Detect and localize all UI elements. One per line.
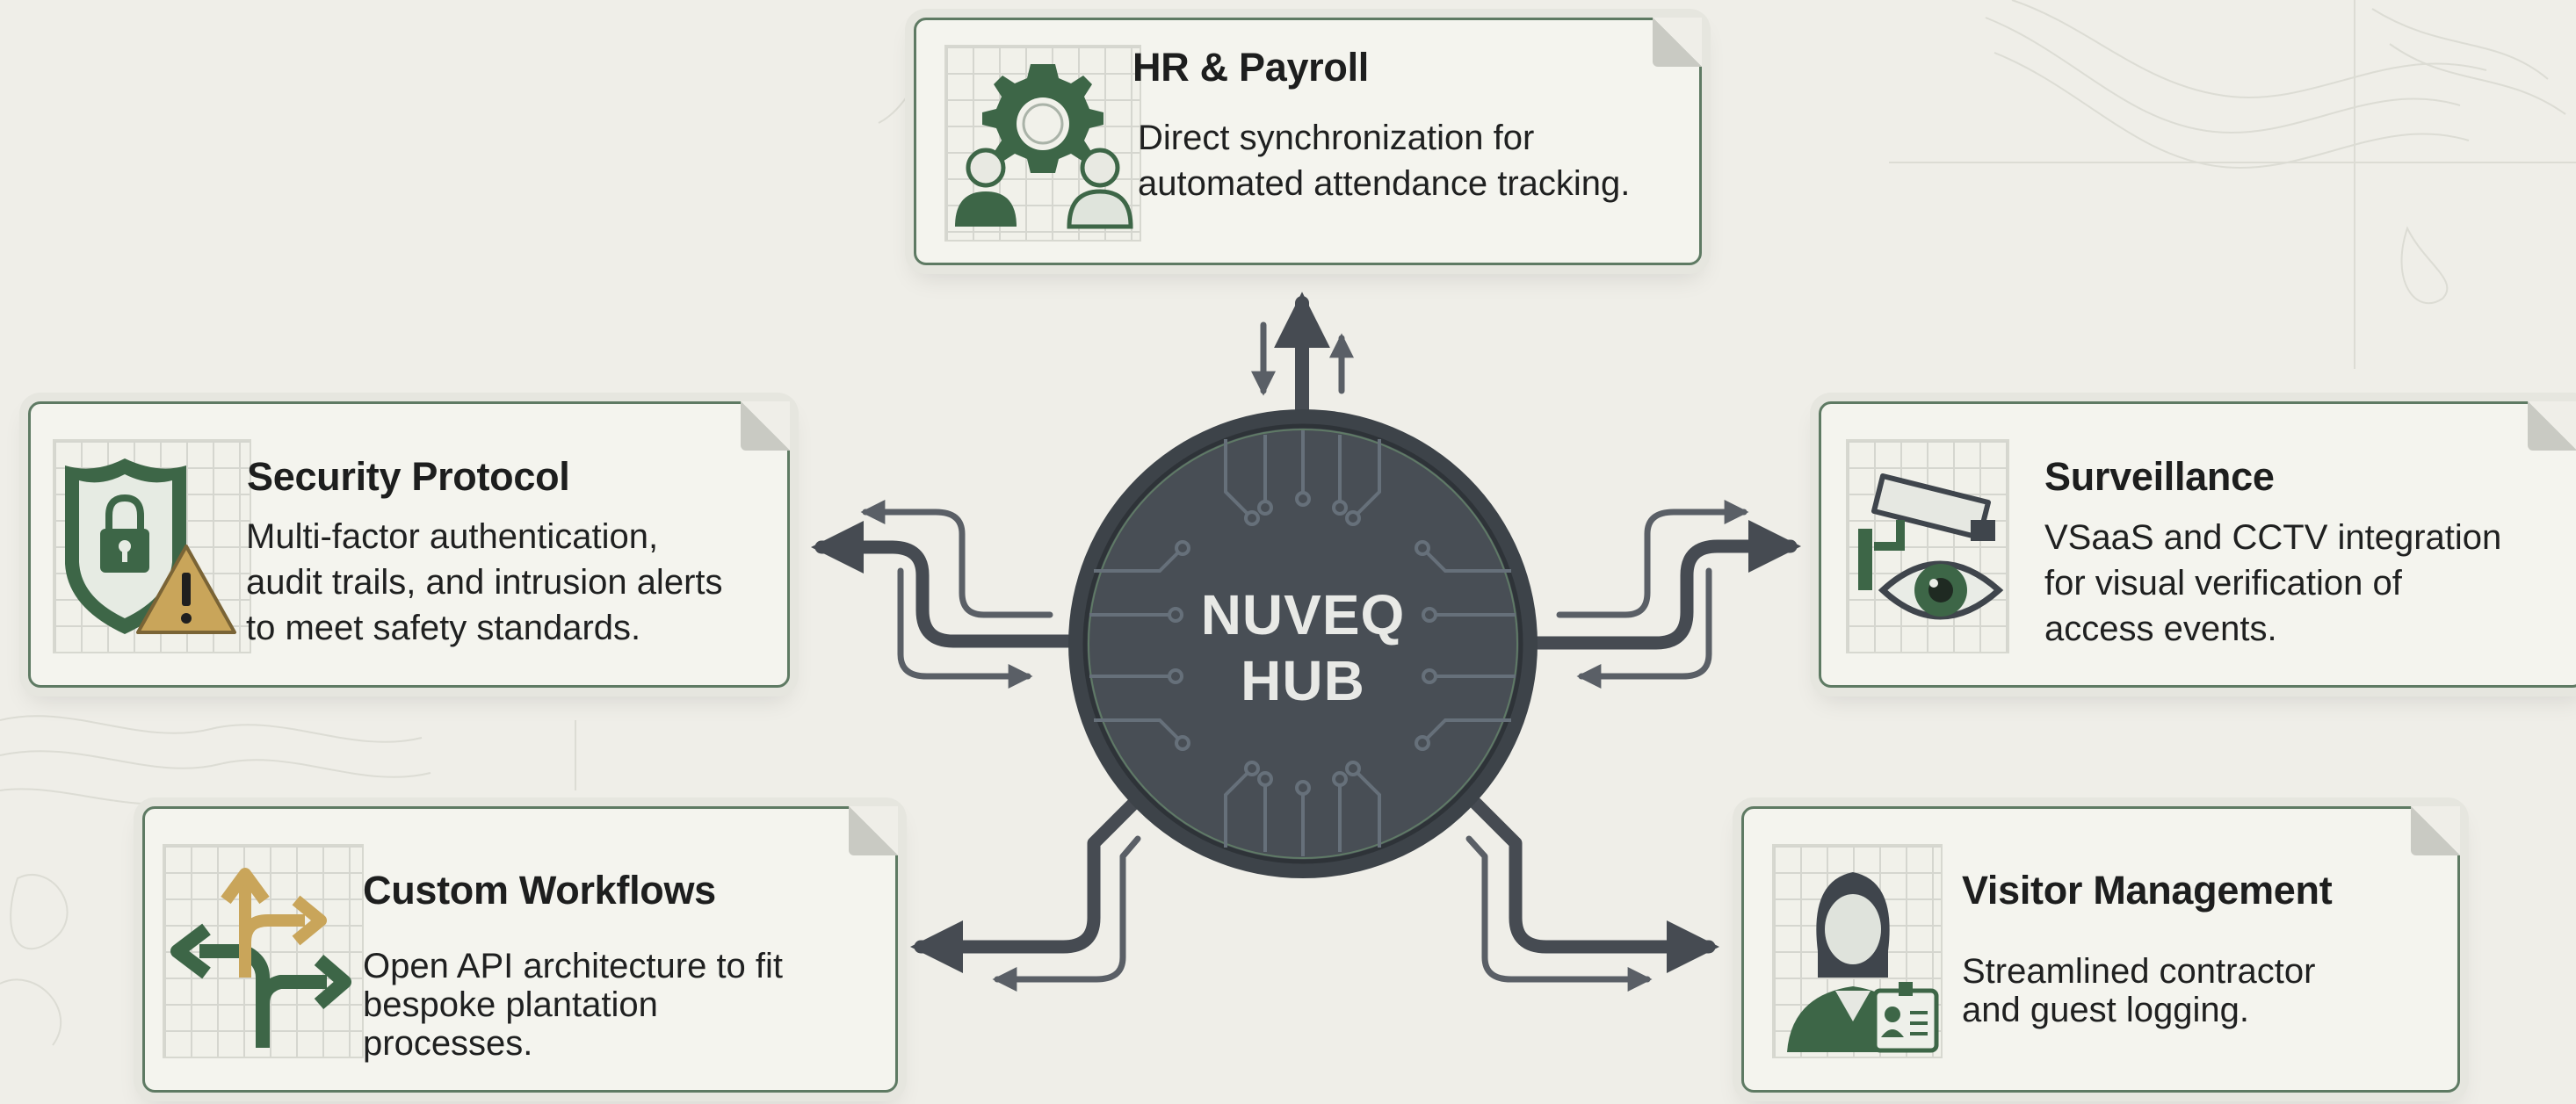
visitor-desc-line-1: Streamlined contractor — [1962, 952, 2316, 991]
workflows-desc-line-2: bespoke plantation — [363, 985, 658, 1024]
arrow-visitor-out — [1465, 835, 1653, 992]
card-desc-security: Multi-factor authentication, audit trail… — [246, 514, 723, 651]
eye-icon — [1878, 560, 2004, 620]
card-surveillance: Surveillance VSaaS and CCTV integration … — [1819, 401, 2576, 688]
card-desc-hr: Direct synchronization for automated att… — [1138, 115, 1630, 206]
arrow-to-workflows — [910, 797, 1140, 973]
branching-arrows-icon — [170, 868, 351, 1048]
cctv-camera-icon — [1858, 473, 1995, 590]
page-fold-icon — [1653, 18, 1702, 67]
security-desc-line-1: Multi-factor authentication, — [246, 517, 659, 556]
hub-label-line2: HUB — [1241, 649, 1365, 712]
arrow-security-in — [897, 567, 1033, 689]
arrow-surveillance-in — [1576, 567, 1712, 689]
surveillance-icon-box — [1846, 439, 2009, 653]
card-desc-workflows: Open API architecture to fit bespoke pla… — [363, 947, 783, 1063]
workflows-desc-line-1: Open API architecture to fit — [363, 947, 784, 985]
card-title-hr: HR & Payroll — [1132, 45, 1369, 90]
card-desc-visitor: Streamlined contractor and guest logging… — [1962, 952, 2315, 1029]
arrow-to-surveillance — [1526, 520, 1801, 650]
card-title-surveillance: Surveillance — [2044, 454, 2275, 499]
hr-icon-box — [944, 45, 1141, 242]
surveillance-desc-line-2: for visual verification of — [2044, 564, 2402, 603]
id-badge-icon — [1872, 982, 1939, 1053]
arrow-to-visitor — [1469, 797, 1719, 973]
surveillance-desc-line-1: VSaaS and CCTV integration — [2044, 518, 2502, 557]
card-title-security: Security Protocol — [247, 454, 570, 499]
page-fold-icon — [849, 806, 898, 855]
hub-label-line1: NUVEQ — [1200, 583, 1406, 646]
page-fold-icon — [2411, 806, 2460, 855]
workflows-icon-box — [163, 844, 364, 1058]
visitor-desc-line-2: and guest logging. — [1962, 991, 2249, 1029]
card-hr-payroll: HR & Payroll Direct synchronization for … — [914, 18, 1702, 265]
workflows-desc-line-3: processes. — [363, 1024, 533, 1063]
gear-icon — [982, 64, 1103, 173]
hub-circle — [1068, 409, 1538, 878]
warning-icon — [136, 545, 236, 634]
hr-desc-line-1: Direct synchronization for — [1138, 119, 1535, 157]
card-security-protocol: Security Protocol Multi-factor authentic… — [28, 401, 790, 688]
security-icon-box — [53, 439, 251, 653]
arrow-workflows-out — [992, 835, 1141, 992]
page-fold-icon — [741, 401, 790, 451]
card-desc-surveillance: VSaaS and CCTV integration for visual ve… — [2044, 515, 2501, 652]
arrow-surveillance-out — [1556, 500, 1749, 618]
security-desc-line-2: audit trails, and intrusion alerts — [246, 563, 723, 602]
card-title-visitor: Visitor Management — [1962, 868, 2333, 913]
shield-lock-icon — [65, 458, 186, 634]
security-desc-line-3: to meet safety standards. — [246, 609, 641, 647]
visitor-icon-box — [1772, 844, 1943, 1058]
card-custom-workflows: Custom Workflows Open API architecture t… — [142, 806, 898, 1093]
arrow-to-security — [811, 521, 1083, 648]
page-fold-icon — [2528, 401, 2576, 451]
card-title-workflows: Custom Workflows — [363, 868, 716, 913]
surveillance-desc-line-3: access events. — [2044, 610, 2277, 648]
people-icon — [955, 148, 1133, 229]
card-visitor-management: Visitor Management Streamlined contracto… — [1741, 806, 2460, 1093]
hr-desc-line-2: automated attendance tracking. — [1138, 164, 1631, 203]
arrow-security-out — [860, 500, 1053, 618]
